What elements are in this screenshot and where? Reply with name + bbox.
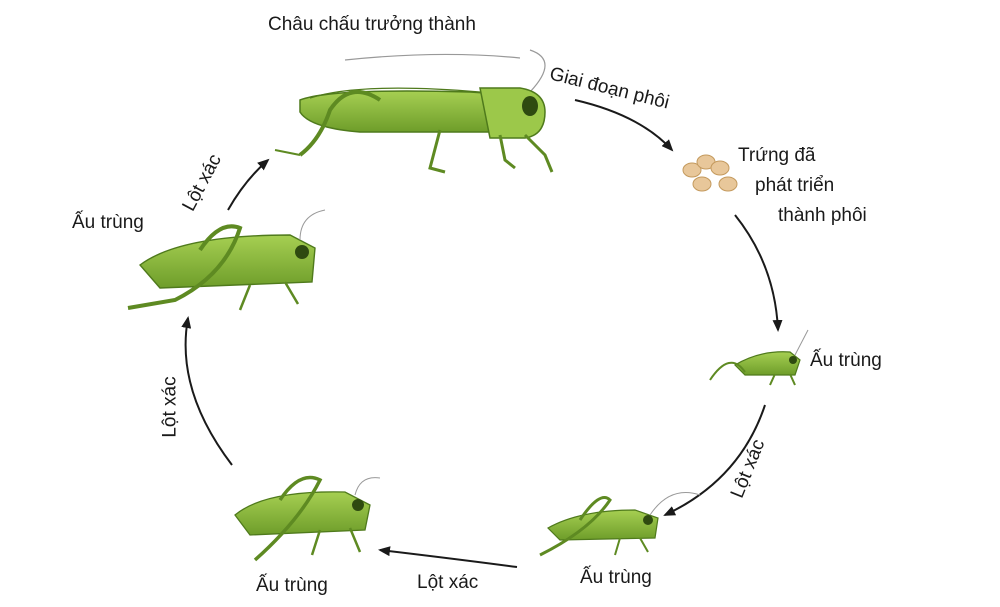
- nymph-4-illustration: [127, 209, 326, 311]
- label-eggs-line1: Trứng đã: [738, 145, 816, 166]
- label-nymph-1: Ấu trùng: [810, 350, 882, 371]
- arrow-molt-2: [378, 546, 518, 568]
- label-nymph-3: Ấu trùng: [256, 575, 328, 596]
- arrow-molt-4: [227, 158, 270, 211]
- label-nymph-4: Ấu trùng: [72, 212, 144, 233]
- label-molt-3: Lột xác: [159, 376, 181, 438]
- label-adult: Châu chấu trưởng thành: [268, 14, 476, 35]
- label-nymph-2: Ấu trùng: [580, 567, 652, 588]
- nymph-2-illustration: [539, 492, 701, 557]
- label-molt-2: Lột xác: [417, 572, 479, 593]
- arrow-molt-3: [181, 316, 233, 466]
- arrow-molt-1: [663, 404, 766, 516]
- label-eggs-line2: phát triển: [755, 175, 835, 196]
- arrow-eggs-to-nymph1: [734, 214, 783, 332]
- nymph-1-illustration: [709, 329, 809, 386]
- arrow-embryo-stage: [574, 99, 674, 152]
- label-eggs-line3: thành phôi: [778, 205, 867, 226]
- eggs-illustration: [682, 154, 738, 192]
- adult-grasshopper-illustration: [274, 49, 554, 174]
- nymph-3-illustration: [234, 475, 381, 562]
